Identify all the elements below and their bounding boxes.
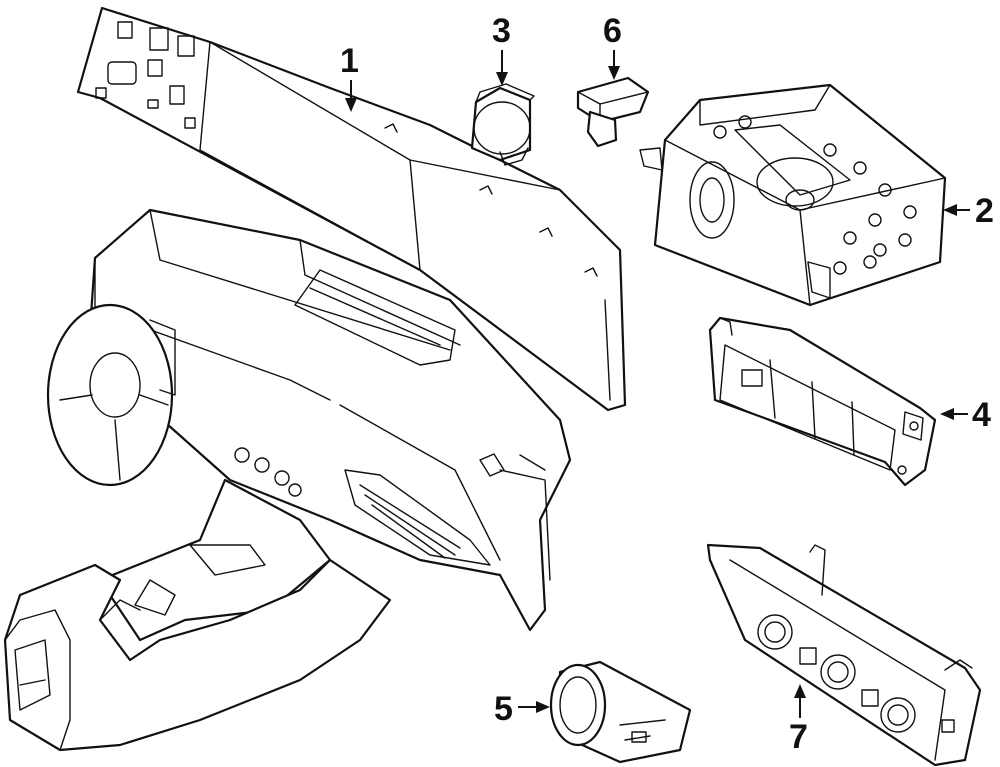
part-5-push-switch bbox=[549, 660, 692, 764]
dashboard-assembly bbox=[88, 208, 572, 632]
callout-1: 1 bbox=[340, 42, 359, 112]
callout-6: 6 bbox=[603, 12, 622, 80]
callout-label: 1 bbox=[340, 42, 359, 80]
callout-2: 2 bbox=[943, 192, 994, 230]
part-6-switch-cap bbox=[576, 76, 650, 148]
part-1-display-panel bbox=[76, 6, 627, 412]
callout-label: 4 bbox=[972, 396, 991, 434]
callout-label: 5 bbox=[494, 690, 513, 728]
callout-label: 2 bbox=[975, 192, 994, 230]
center-console bbox=[3, 478, 392, 752]
steering-wheel bbox=[46, 303, 176, 487]
callout-7: 7 bbox=[789, 684, 808, 756]
part-7-climate-panel bbox=[706, 543, 982, 767]
callout-label: 7 bbox=[789, 718, 808, 756]
part-3-speaker bbox=[470, 83, 535, 166]
callout-3: 3 bbox=[492, 12, 511, 86]
part-4-switch-panel bbox=[708, 316, 937, 487]
part-2-receiver-unit bbox=[639, 83, 947, 307]
callout-4: 4 bbox=[940, 396, 991, 434]
callout-label: 3 bbox=[492, 12, 511, 50]
callout-label: 6 bbox=[603, 12, 622, 50]
callout-5: 5 bbox=[494, 690, 550, 728]
